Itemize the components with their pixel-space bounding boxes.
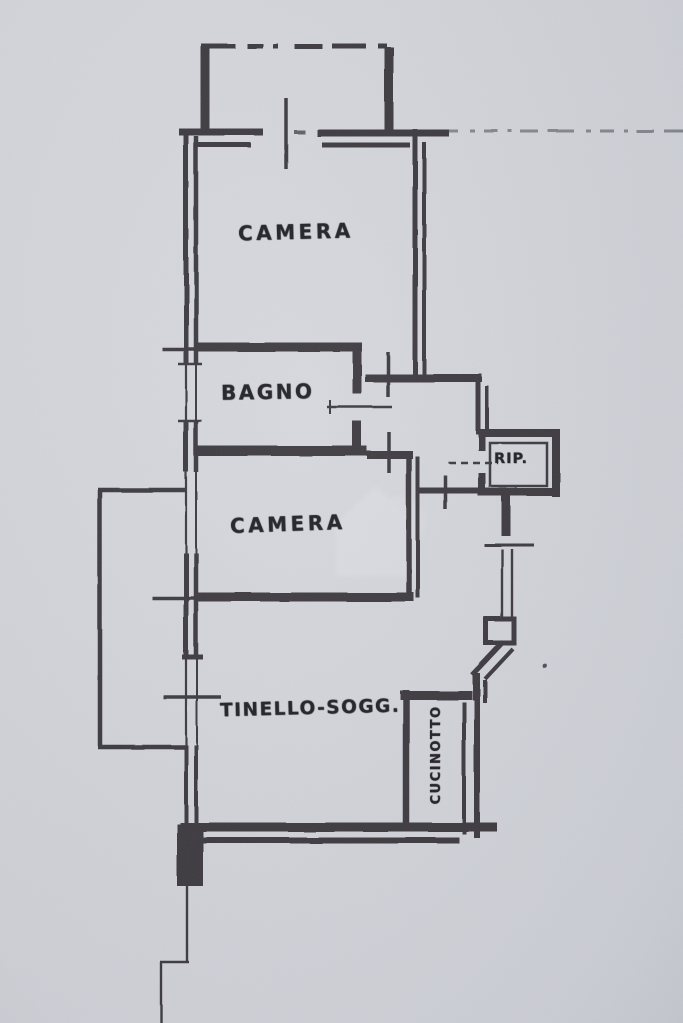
room-label-camera-1: CAMERA — [237, 218, 354, 246]
room-label-bagno: BAGNO — [220, 379, 315, 405]
room-label-ripostiglio: RIP. — [494, 451, 529, 467]
room-label-camera-2: CAMERA — [229, 509, 346, 539]
room-label-cucinotto: CUCINOTTO — [429, 705, 444, 805]
